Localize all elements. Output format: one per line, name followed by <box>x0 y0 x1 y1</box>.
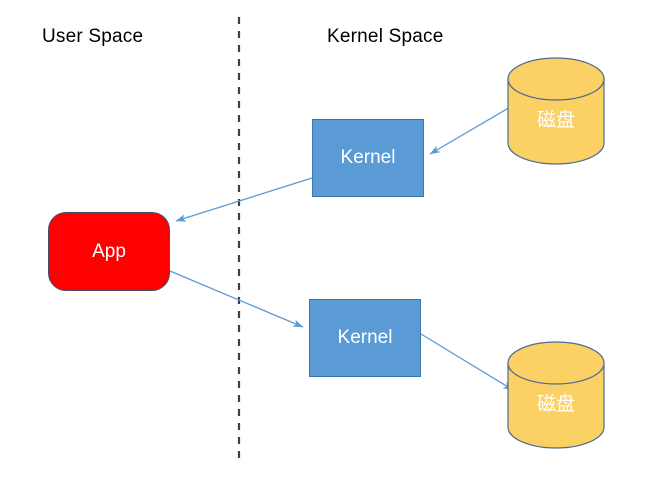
kernel-node-bottom[interactable]: Kernel <box>309 299 421 377</box>
arrow-kernel-bottom-to-disk-bottom <box>420 333 514 391</box>
cylinder-icon <box>507 57 605 165</box>
app-node-label: App <box>92 240 126 262</box>
disk-node-top[interactable]: 磁盘 <box>507 57 605 165</box>
user-space-label: User Space <box>42 26 144 47</box>
kernel-node-top-label: Kernel <box>340 147 396 168</box>
kernel-space-label: Kernel Space <box>327 26 444 47</box>
arrow-app-to-kernel-bottom <box>169 270 304 328</box>
kernel-node-top[interactable]: Kernel <box>312 119 424 197</box>
app-node[interactable]: App <box>48 212 170 291</box>
kernel-node-bottom-label: Kernel <box>337 327 393 348</box>
arrow-kernel-top-to-app <box>175 177 313 222</box>
arrow-disk-top-to-kernel-top <box>429 105 513 155</box>
cylinder-icon <box>507 341 605 449</box>
disk-node-bottom[interactable]: 磁盘 <box>507 341 605 449</box>
